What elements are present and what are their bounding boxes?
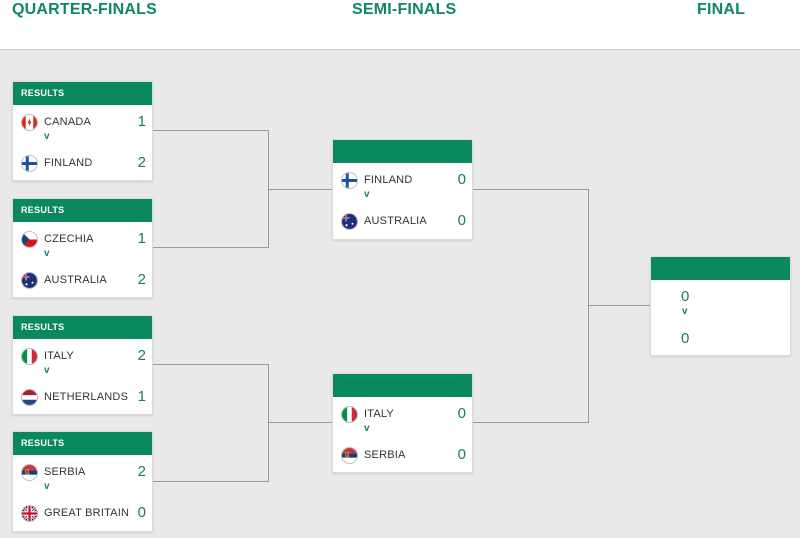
team-score: 1 [137, 388, 146, 405]
bracket-connector [153, 247, 269, 248]
team-name: SERBIA [44, 466, 86, 478]
italy-flag-icon [21, 348, 38, 365]
team-score: 2 [137, 347, 146, 364]
versus-label: v [44, 365, 50, 376]
team-row: CANADA 1 [13, 113, 152, 133]
team-score: 1 [137, 230, 146, 247]
bracket-connector [268, 364, 269, 482]
bracket-connector [153, 481, 269, 482]
finland-flag-icon [341, 172, 358, 189]
team-score: 0 [457, 405, 466, 422]
team-row: SERBIA 0 [333, 446, 472, 466]
versus-label: v [682, 306, 688, 317]
versus-label: v [44, 131, 50, 142]
versus-label: v [364, 189, 370, 200]
semi-final-match-card[interactable]: ITALY 0 v SERBIA 0 [332, 373, 473, 473]
bracket-connector [268, 422, 332, 423]
bracket-connector [268, 189, 332, 190]
quarter-final-match-card[interactable]: RESULTS CANADA 1 v FINLAND 2 [12, 81, 153, 181]
serbia-flag-icon [21, 464, 38, 481]
versus-label: v [44, 248, 50, 259]
bracket-connector [473, 189, 589, 190]
semi-final-match-card[interactable]: FINLAND 0 v AUSTRALIA 0 [332, 139, 473, 240]
team-name: ITALY [44, 350, 74, 362]
versus-label: v [364, 423, 370, 434]
team-score: 2 [137, 154, 146, 171]
results-header: RESULTS [13, 82, 152, 105]
team-name: CZECHIA [44, 233, 94, 245]
final-match-card[interactable]: 0 v 0 [650, 256, 791, 356]
team-score: 0 [457, 446, 466, 463]
match-header [651, 257, 790, 280]
team-row: 0 [651, 288, 790, 308]
match-header [333, 140, 472, 163]
team-score: 0 [457, 171, 466, 188]
semi-finals-title: SEMI-FINALS [352, 1, 457, 18]
team-name: AUSTRALIA [364, 215, 427, 227]
team-name: NETHERLANDS [44, 391, 129, 403]
team-score: 0 [681, 330, 690, 347]
serbia-flag-icon [341, 447, 358, 464]
team-name: AUSTRALIA [44, 274, 107, 286]
bracket-connector [473, 422, 589, 423]
team-row: FINLAND 2 [13, 154, 152, 174]
results-header: RESULTS [13, 316, 152, 339]
team-score: 0 [681, 288, 690, 305]
team-name: SERBIA [364, 449, 406, 461]
team-row: 0 [651, 330, 790, 350]
team-name: CANADA [44, 116, 92, 128]
canada-flag-icon [21, 114, 38, 131]
team-row: NETHERLANDS 1 [13, 388, 152, 408]
team-row: ITALY 2 [13, 347, 152, 367]
bracket-connector [588, 189, 589, 423]
bracket-connector [588, 305, 650, 306]
team-row: CZECHIA 1 [13, 230, 152, 250]
team-name: FINLAND [44, 157, 93, 169]
team-name: GREAT BRITAIN [44, 507, 130, 519]
results-header: RESULTS [13, 199, 152, 222]
team-score: 2 [137, 463, 146, 480]
finland-flag-icon [21, 155, 38, 172]
rounds-header: QUARTER-FINALS SEMI-FINALS FINAL [0, 0, 800, 50]
bracket-connector [153, 130, 269, 131]
team-score: 0 [137, 504, 146, 521]
quarter-finals-title: QUARTER-FINALS [12, 1, 158, 18]
czechia-flag-icon [21, 231, 38, 248]
results-header: RESULTS [13, 432, 152, 455]
team-row: ITALY 0 [333, 405, 472, 425]
quarter-final-match-card[interactable]: RESULTS SERBIA 2 v GREAT BRITAIN 0 [12, 431, 153, 532]
bracket-connector [153, 364, 269, 365]
final-title: FINAL [697, 1, 746, 18]
team-row: FINLAND 0 [333, 171, 472, 191]
netherlands-flag-icon [21, 389, 38, 406]
team-row: GREAT BRITAIN 0 [13, 504, 152, 524]
quarter-final-match-card[interactable]: RESULTS ITALY 2 v NETHERLANDS 1 [12, 315, 153, 415]
team-row: AUSTRALIA 0 [333, 212, 472, 232]
quarter-final-match-card[interactable]: RESULTS CZECHIA 1 v AUSTRALIA 2 [12, 198, 153, 298]
team-score: 1 [137, 113, 146, 130]
team-row: AUSTRALIA 2 [13, 271, 152, 291]
australia-flag-icon [21, 272, 38, 289]
team-score: 0 [457, 212, 466, 229]
team-score: 2 [137, 271, 146, 288]
italy-flag-icon [341, 406, 358, 423]
team-name: ITALY [364, 408, 394, 420]
australia-flag-icon [341, 213, 358, 230]
team-row: SERBIA 2 [13, 463, 152, 483]
great-britain-flag-icon [21, 505, 38, 522]
match-header [333, 374, 472, 397]
versus-label: v [44, 481, 50, 492]
team-name: FINLAND [364, 174, 413, 186]
